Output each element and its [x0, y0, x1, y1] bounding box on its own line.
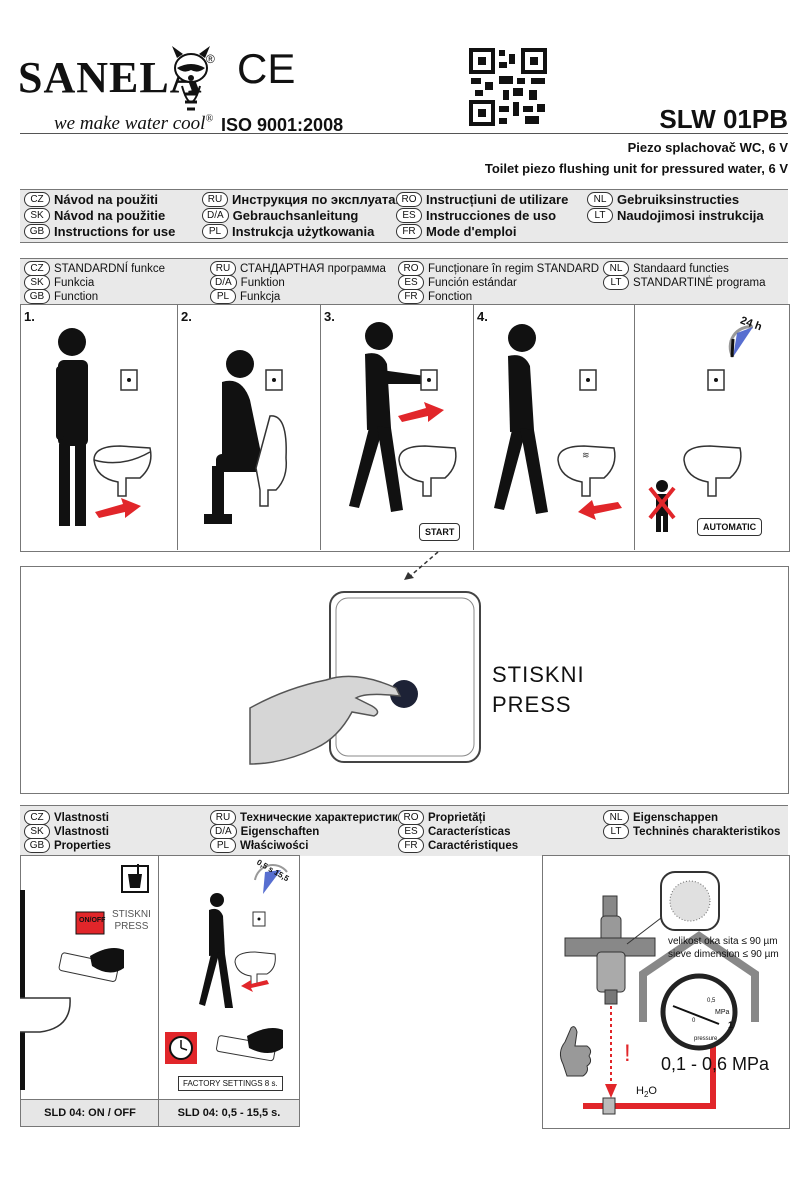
step-divider — [634, 304, 635, 550]
step-4-label: 4. — [477, 309, 488, 324]
start-tag: START — [419, 523, 461, 541]
header-divider — [20, 133, 788, 134]
pressure-illustration — [559, 871, 759, 1115]
sieve-en: sieve dimension ≤ 90 µm — [668, 949, 779, 960]
step-3-label: 3. — [324, 309, 335, 324]
arrow-left-down-icon — [578, 500, 622, 520]
foot-range: SLD 04: 0,5 - 15,5 s. — [158, 1099, 300, 1127]
gauge-word: pressure — [694, 1036, 718, 1042]
step-1-illustration — [56, 328, 152, 526]
press-line-2: PRESS — [492, 692, 572, 717]
iso-label: ISO 9001:2008 — [221, 115, 344, 135]
stiskni-small: STISKNI — [112, 909, 151, 920]
stiskni-press-small: STISKNI PRESS — [112, 909, 151, 933]
subtitle-cz: Piezo splachovač WC, 6 V — [627, 140, 788, 155]
press-small: PRESS — [114, 921, 149, 932]
tagline: we make water cool® — [54, 113, 214, 134]
gauge-zero: 0 — [692, 1018, 696, 1024]
onoff-button-label: ON/OFF — [79, 917, 106, 924]
model-number: SLW 01PB — [659, 104, 788, 134]
step-3-illustration — [349, 322, 457, 512]
timer-24h-icon — [728, 325, 754, 358]
pressure-range: 0,1 - 0,6 MPa — [661, 1054, 770, 1074]
range-illustration — [165, 864, 288, 1064]
onoff-illustration — [20, 864, 149, 1090]
prop-panel-onoff — [20, 855, 160, 1101]
step-5-illustration — [648, 369, 742, 532]
press-line-1: STISKNI — [492, 662, 585, 687]
warning-mark: ! — [624, 1040, 631, 1067]
ce-mark: CE — [237, 45, 296, 92]
registered-mark: ® — [206, 52, 215, 66]
step-4-illustration: ≋ — [494, 324, 616, 514]
automatic-tag: AUTOMATIC — [697, 518, 763, 536]
press-text: STISKNI PRESS — [492, 660, 585, 720]
arrow-right-icon — [398, 402, 444, 422]
gauge-unit: MPa — [715, 1009, 730, 1016]
flush-plate-illustration — [249, 591, 481, 765]
arrow-right-icon — [95, 498, 141, 518]
subtitle-en: Toilet piezo flushing unit for pressured… — [484, 161, 788, 176]
raccoon-mascot-icon — [172, 46, 210, 111]
sieve-text: velikost oka sita ≤ 90 µm sieve dimensio… — [668, 935, 779, 961]
step-divider — [320, 304, 321, 550]
step-2-label: 2. — [181, 309, 192, 324]
dashed-arrow-icon — [404, 551, 439, 580]
qr-code-icon — [469, 48, 547, 126]
h2o-label: H2O — [636, 1085, 657, 1100]
factory-settings-tag: FACTORY SETTINGS 8 s. — [178, 1076, 283, 1091]
step-2-illustration — [204, 350, 288, 524]
foot-onoff: SLD 04: ON / OFF — [20, 1099, 160, 1127]
gauge-one: 1 — [728, 1020, 734, 1030]
step-divider — [177, 304, 178, 550]
sieve-cz: velikost oka sita ≤ 90 µm — [668, 936, 778, 947]
step-1-label: 1. — [24, 309, 35, 324]
step-divider — [473, 304, 474, 550]
brand-logo: SANELA — [18, 53, 203, 102]
gauge-half: 0,5 — [707, 998, 716, 1004]
svg-text:≋: ≋ — [582, 450, 590, 460]
